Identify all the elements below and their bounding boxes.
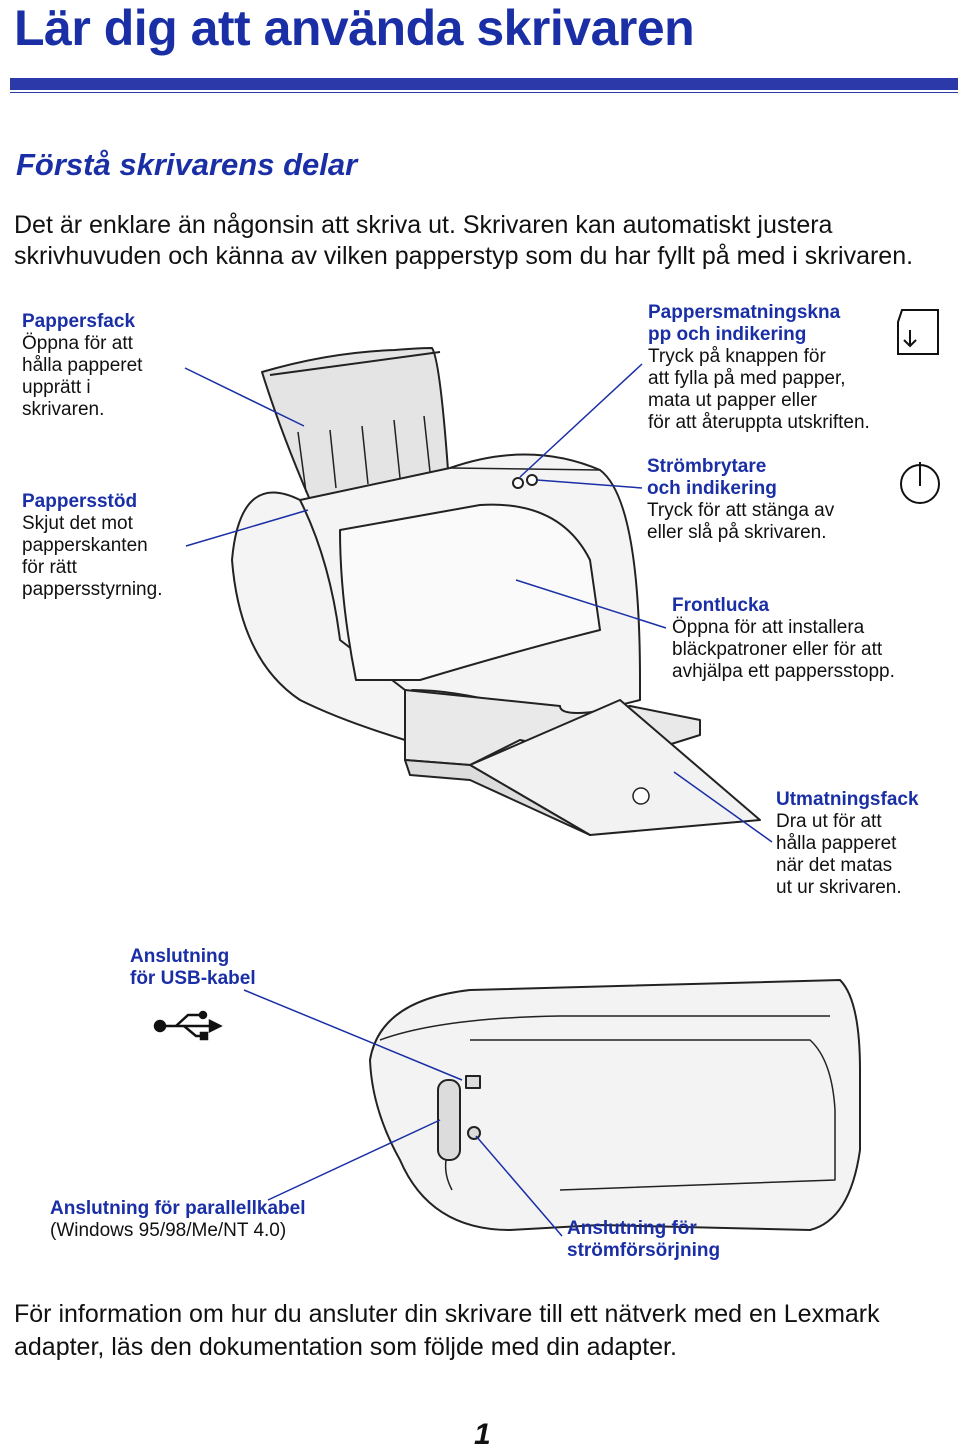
callout-usb-port-head: för USB-kabel <box>130 968 256 989</box>
callout-feed-button-line: att fylla på med papper, <box>648 368 846 389</box>
usb-port <box>465 1075 481 1089</box>
section-title: Förstå skrivarens delar <box>16 147 358 182</box>
callout-output-tray-line: hålla papperet <box>776 833 897 854</box>
callout-feed-button: Pappersmatningskna pp och indikering Try… <box>648 302 870 434</box>
callout-output-tray-line: när det matas <box>776 855 893 876</box>
callout-front-cover-line: avhjälpa ett pappersstopp. <box>672 661 895 682</box>
front-cover <box>339 503 601 681</box>
page-title: Lär dig att använda skrivaren <box>14 0 695 56</box>
callout-power-port: Anslutning för strömförsörjning <box>567 1218 720 1262</box>
callout-usb-port: Anslutning för USB-kabel <box>130 946 256 990</box>
callout-output-tray-line: ut ur skrivaren. <box>776 877 902 898</box>
callout-parallel-port-line: (Windows 95/98/Me/NT 4.0) <box>50 1220 287 1241</box>
callout-feed-button-line: mata ut papper eller <box>648 390 817 411</box>
callout-usb-port-head: Anslutning <box>130 946 230 967</box>
callout-feed-button-line: för att återuppta utskriften. <box>648 412 870 433</box>
callout-front-cover-line: bläckpatroner eller för att <box>672 639 883 660</box>
callout-paper-guide-line: för rätt <box>22 557 77 578</box>
callout-paper-guide-line: Skjut det mot <box>22 513 133 534</box>
page-number: 1 <box>474 1418 491 1451</box>
usb-icon <box>153 1010 223 1041</box>
callout-parallel-port: Anslutning för parallellkabel (Windows 9… <box>50 1198 306 1242</box>
callout-parallel-port-head: Anslutning för parallellkabel <box>50 1198 306 1219</box>
callout-power-button: Strömbrytare och indikering Tryck för at… <box>647 456 834 544</box>
title-rule <box>10 78 958 90</box>
callout-front-cover-line: Öppna för att installera <box>672 617 865 638</box>
callout-paper-tray-head: Pappersfack <box>22 311 136 332</box>
callout-paper-guide-line: papperskanten <box>22 535 148 556</box>
callout-feed-button-head: pp och indikering <box>648 324 807 345</box>
printer-back <box>369 979 861 1231</box>
callout-paper-tray-line: skrivaren. <box>22 399 105 420</box>
callout-front-cover: Frontlucka Öppna för att installera bläc… <box>672 595 895 683</box>
title-rule-thin <box>10 92 958 93</box>
callout-power-port-head: strömförsörjning <box>567 1240 721 1261</box>
callout-paper-guide-head: Pappersstöd <box>22 491 138 512</box>
callout-power-button-line: eller slå på skrivaren. <box>647 522 827 543</box>
callout-power-button-head: Strömbrytare <box>647 456 767 477</box>
callout-power-button-head: och indikering <box>647 478 777 499</box>
callout-paper-tray-line: hålla papperet <box>22 355 143 376</box>
callout-feed-button-head: Pappersmatningskna <box>648 302 841 323</box>
callout-paper-tray-line: upprätt i <box>22 377 91 398</box>
power-icon <box>900 462 940 504</box>
callout-paper-guide-line: pappersstyrning. <box>22 579 163 600</box>
power-port <box>467 1126 481 1140</box>
callout-output-tray: Utmatningsfack Dra ut för att hålla papp… <box>776 789 919 899</box>
callout-front-cover-head: Frontlucka <box>672 595 770 616</box>
callout-output-tray-line: Dra ut för att <box>776 811 882 832</box>
intro-paragraph: Det är enklare än någonsin att skriva ut… <box>14 211 914 270</box>
callout-power-button-line: Tryck för att stänga av <box>647 500 835 521</box>
callout-power-port-head: Anslutning för <box>567 1218 697 1239</box>
parallel-port <box>437 1079 461 1161</box>
paper-feed-icon <box>897 309 939 355</box>
footer-paragraph: För information om hur du ansluter din s… <box>14 1300 880 1361</box>
callout-paper-tray: Pappersfack Öppna för att hålla papperet… <box>22 311 142 421</box>
callout-paper-guide: Pappersstöd Skjut det mot papperskanten … <box>22 491 162 601</box>
callout-paper-tray-line: Öppna för att <box>22 333 133 354</box>
callout-output-tray-head: Utmatningsfack <box>776 789 919 810</box>
callout-feed-button-line: Tryck på knappen för <box>648 346 826 367</box>
